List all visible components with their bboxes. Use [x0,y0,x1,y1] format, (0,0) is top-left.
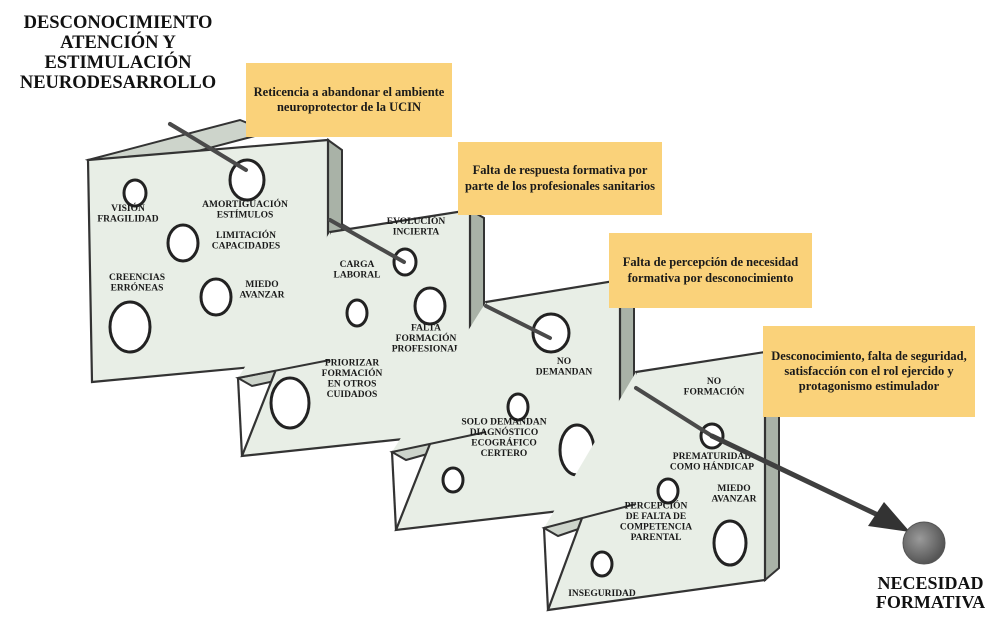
hole-icon [656,477,680,505]
hole-icon [166,223,200,263]
path-arrow-front [168,122,910,532]
arrowhead-icon [868,502,910,532]
hole-icon [199,277,233,317]
hole-icon [506,392,530,422]
callout-2: Falta de respuesta formativa por parte d… [458,142,662,215]
hole-icon [441,466,465,494]
target-icon [902,521,946,565]
callout-1: Reticencia a abandonar el ambiente neuro… [246,63,452,137]
hole-icon [712,519,748,567]
callout-3: Falta de percepción de necesidad formati… [609,233,812,308]
hole-icon [590,550,614,578]
hole-icon [122,178,148,208]
callout-4: Desconocimiento, falta de seguridad, sat… [763,326,975,417]
hole-icon [531,312,571,354]
hole-icon [413,286,447,326]
hole-label: INSEGURIDAD [568,589,636,599]
hole-icon [269,376,311,430]
hole-icon [228,158,266,202]
hole-icon [345,298,369,328]
hole-icon [108,300,152,354]
